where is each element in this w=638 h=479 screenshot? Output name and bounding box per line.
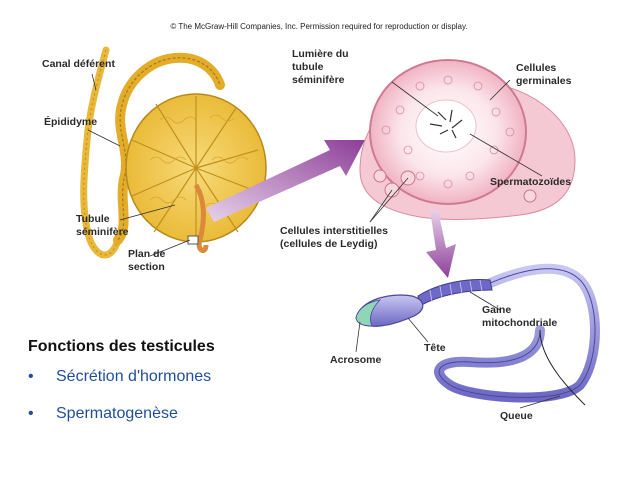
label-tubule-seminifere-line2: séminifère: [76, 226, 129, 238]
label-queue: Queue: [500, 410, 533, 422]
label-tubule-seminifere-line1: Tubule: [76, 213, 110, 225]
label-epididyme: Épididyme: [44, 116, 98, 128]
section-plane-marker: [187, 235, 199, 245]
section-plane-tube: [193, 183, 209, 253]
label-plan-section-line2: section: [128, 261, 165, 273]
label-plan-section-line1: Plan de: [128, 248, 166, 260]
label-lumiere-line1: Lumière du: [292, 48, 349, 60]
mitochondrial-rings: [429, 279, 483, 303]
label-tete: Tête: [424, 342, 446, 354]
epididymis-coil-texture: [117, 57, 221, 241]
label-cellules-interstitielles-line2: (cellules de Leydig): [280, 238, 378, 250]
spermatozoon: [355, 263, 600, 406]
testis-tubule-texture: [149, 114, 249, 210]
label-cellules-germinales-line2: germinales: [516, 75, 572, 87]
acrosome-cap: [355, 299, 382, 327]
label-cellules-interstitielles-line1: Cellules interstitielles: [280, 225, 388, 237]
testis-leader-lines: [87, 73, 191, 257]
label-canal-deferent: Canal déférent: [42, 58, 115, 70]
slide-heading: Fonctions des testicules: [28, 338, 215, 355]
testis-lobules: [131, 96, 259, 242]
mitochondrial-sheath: [417, 279, 493, 307]
sperm-tail-outline: [438, 268, 596, 398]
tubule-leader-lines: [369, 79, 543, 223]
sperm-tails-in-lumen: [429, 109, 463, 139]
label-gaine-line2: mitochondriale: [482, 317, 558, 329]
bullet-item-1: • Sécrétion d'hormones: [28, 368, 211, 386]
label-gaine-line1: Gaine: [482, 304, 512, 316]
bullet-item-2: • Spermatogenèse: [28, 405, 178, 423]
arrow-to-sperm: [426, 210, 456, 278]
label-cellules-germinales-line1: Cellules: [516, 62, 557, 74]
label-acrosome: Acrosome: [330, 354, 382, 366]
copyright-notice: © The McGraw-Hill Companies, Inc. Permis…: [170, 22, 468, 31]
testis-illustration: [80, 46, 267, 259]
label-lumiere-line3: séminifère: [292, 74, 345, 86]
label-lumiere-line2: tubule: [292, 61, 324, 73]
bullet-text-2: Spermatogenèse: [56, 405, 178, 422]
bullet-marker: •: [28, 405, 34, 422]
bullet-text-1: Sécrétion d'hormones: [56, 368, 212, 385]
label-spermatozoides: Spermatozoïdes: [490, 176, 572, 188]
tubule-lumen: [415, 99, 477, 153]
arrow-to-tubule: [206, 140, 365, 222]
sperm-leader-lines: [355, 291, 561, 409]
tubule-cross-section: [359, 59, 576, 221]
sperm-tail-end: [539, 329, 586, 406]
bullet-marker: •: [28, 368, 34, 385]
